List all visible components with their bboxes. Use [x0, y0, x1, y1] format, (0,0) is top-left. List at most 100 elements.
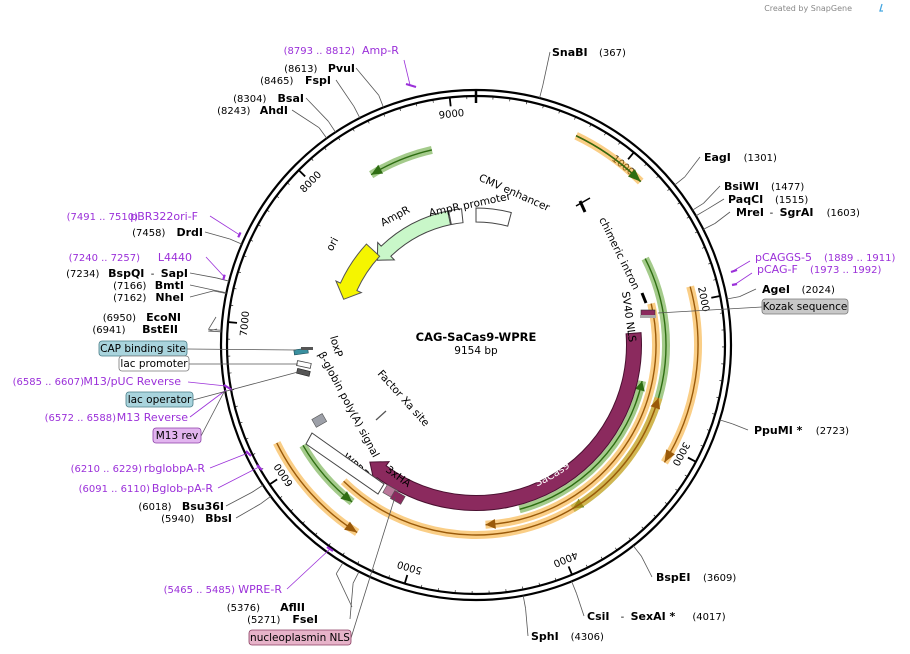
lac-operator-box[interactable] [125, 391, 194, 408]
enzyme-position: (7458) [132, 228, 165, 239]
enzyme-position: (8304) [233, 94, 266, 105]
sacas9-feature-arc[interactable] [369, 332, 642, 511]
enzyme-site-bspqi[interactable]: BspQI [108, 267, 144, 280]
primer-label-rbglobpar[interactable]: rbglobpA-R [144, 462, 205, 475]
ori-feature-arc[interactable] [334, 243, 381, 300]
tick-mark [252, 453, 256, 456]
enzyme-site-nhei[interactable]: NheI [155, 291, 184, 304]
primer-label-m13reverse[interactable]: M13 Reverse [117, 411, 188, 424]
tick-mark [618, 141, 621, 145]
primer-label-l4440[interactable]: L4440 [158, 251, 192, 264]
loxp-marker[interactable] [301, 347, 313, 350]
orf-arc-line [343, 397, 660, 536]
enzyme-site-ahdi[interactable]: AhdI [260, 104, 288, 117]
primer-label-m13pucreverse[interactable]: M13/pUC Reverse [83, 375, 181, 388]
leader-line [235, 503, 261, 519]
leader-line [403, 59, 411, 86]
ampr-feature-arc[interactable] [376, 210, 452, 261]
enzyme-site-econi[interactable]: EcoNI [146, 311, 181, 324]
primer-site-marker[interactable] [256, 464, 263, 471]
primer-label-pcagf[interactable]: pCAG-F [757, 263, 798, 276]
cap-binding-site-label: CAP binding site [100, 343, 186, 355]
leader-line [260, 495, 271, 505]
tick-mark [702, 246, 706, 249]
primer-label-bglobpar[interactable]: Bglob-pA-R [152, 482, 214, 495]
enzyme-site-mrei[interactable]: MreI [736, 206, 764, 219]
orf-arrowhead [371, 164, 384, 175]
enzyme-site-sexai[interactable]: SexAI * [631, 610, 676, 623]
tick-mark [656, 175, 659, 179]
enzyme-site-bsteii[interactable]: BstEII [142, 323, 178, 336]
tick-label: 4000 [551, 549, 579, 569]
enzyme-site-fsei[interactable]: FseI [292, 613, 318, 626]
primer-label-wprer[interactable]: WPRE-R [238, 583, 282, 596]
nucleoplasmin-nls-box[interactable] [248, 629, 352, 646]
leader-line [208, 330, 222, 333]
enzyme-site-fspi[interactable]: FspI [305, 74, 331, 87]
tick-mark [574, 116, 576, 120]
tick-mark [233, 288, 237, 290]
tick-mark [420, 584, 423, 588]
leader-line [189, 272, 217, 279]
tick-mark [286, 182, 290, 185]
enzyme-site-paqci[interactable]: PaqCI [728, 193, 763, 206]
orf-arc[interactable] [661, 285, 702, 465]
orf-arrowhead [485, 518, 496, 529]
primer-range: (1973 .. 1992) [810, 265, 882, 276]
enzyme-site-eagi[interactable]: EagI [704, 151, 731, 164]
tick-mark [522, 586, 524, 590]
lac-promoter-marker[interactable] [296, 360, 312, 369]
primer-label-pcaggs5[interactable]: pCAGGS-5 [755, 251, 812, 264]
primer-label-pbr322orif[interactable]: pBR322ori-F [130, 210, 198, 223]
leader-line [692, 202, 704, 211]
chimeric-intron-cap-start [575, 197, 591, 207]
kozak-sequence-label: Kozak sequence [763, 301, 848, 313]
lac-operator-marker[interactable] [296, 368, 311, 377]
enzyme-site-bmti[interactable]: BmtI [155, 279, 184, 292]
tick-mark [245, 437, 249, 440]
nucleoplasmin-nls-marker[interactable] [389, 490, 406, 505]
tick-mark [615, 547, 618, 551]
primer-site-marker[interactable] [405, 82, 417, 89]
enzyme-site-snabi[interactable]: SnaBI [552, 46, 588, 59]
enzyme-site-sapi[interactable]: SapI [161, 267, 188, 280]
leader-line [349, 583, 354, 620]
tick-mark [706, 429, 710, 431]
enzyme-site-bbsi[interactable]: BbsI [205, 512, 232, 525]
enzyme-site-bsiwi[interactable]: BsiWI [724, 180, 759, 193]
enzyme-site-bspei[interactable]: BspEI [656, 571, 690, 584]
m13-rev-box[interactable] [152, 427, 202, 444]
enzyme-site-sgrai[interactable]: SgrAI [780, 206, 814, 219]
primer-site-marker[interactable] [245, 450, 252, 457]
kozak-sequence-box[interactable] [761, 298, 849, 315]
tick-mark [352, 128, 355, 132]
orf-arcs [273, 132, 702, 539]
wpre-feature-box[interactable] [305, 432, 385, 495]
m13-rev-label: M13 rev [156, 430, 199, 442]
enzyme-site-pvui[interactable]: PvuI [328, 62, 355, 75]
primer-range: (6210 .. 6229) [71, 464, 143, 475]
enzyme-site-bsai[interactable]: BsaI [278, 92, 304, 105]
tick-mark [234, 405, 238, 408]
primer-site-marker[interactable] [222, 274, 226, 281]
leader-line [213, 290, 227, 294]
leader-line [695, 208, 708, 217]
enzyme-position: (3609) [703, 573, 736, 584]
enzyme-site-csii[interactable]: CsiI [587, 610, 609, 623]
enzyme-site-aflii[interactable]: AflII [280, 601, 305, 614]
factor-xa-marker[interactable] [311, 413, 328, 428]
enzyme-site-bsu36i[interactable]: Bsu36I [182, 500, 224, 513]
ampr-promoter-feature-arc[interactable] [447, 208, 464, 226]
sv40-nls-label: SV40 NLS [619, 291, 638, 343]
lac-promoter-box[interactable] [118, 355, 190, 372]
primer-label-ampr[interactable]: Amp-R [362, 44, 399, 57]
kozak-marker[interactable] [640, 315, 656, 318]
enzyme-site-drdi[interactable]: DrdI [176, 226, 203, 239]
enzyme-site-ppumi[interactable]: PpuMI * [754, 424, 803, 437]
enzyme-site-sphi[interactable]: SphI [531, 630, 559, 643]
cmv-enhancer-feature-arc[interactable] [475, 207, 512, 227]
leader-line [189, 284, 214, 291]
primer-site-marker[interactable] [730, 268, 738, 274]
enzyme-site-agei[interactable]: AgeI [762, 283, 790, 296]
tick-mark [526, 101, 528, 105]
